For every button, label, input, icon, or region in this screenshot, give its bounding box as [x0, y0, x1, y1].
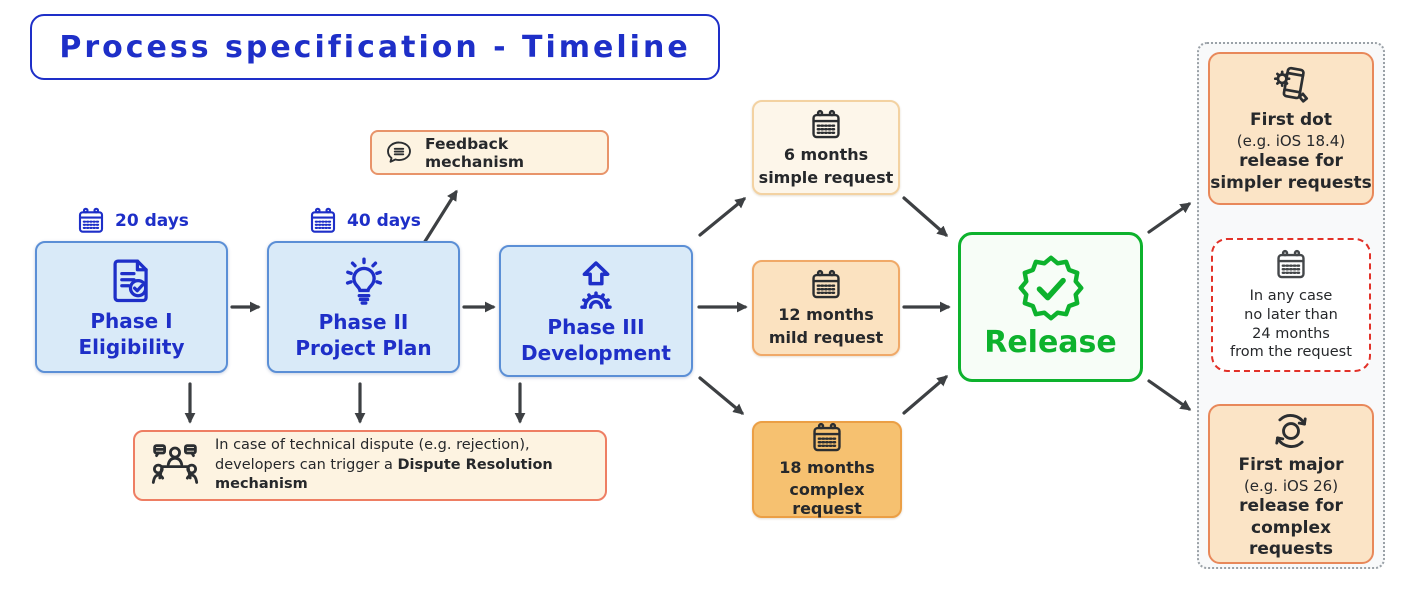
- phase2-duration-label: 40 days: [347, 211, 421, 231]
- request-box-18-months: 18 months complex request: [752, 421, 902, 518]
- outcome-first-dot-box: First dot (e.g. iOS 18.4) release for si…: [1208, 52, 1374, 205]
- deadline-24-months-box: In any case no later than 24 months from…: [1211, 238, 1371, 372]
- calendar-icon: [1274, 248, 1308, 282]
- dispute-resolution-text: In case of technical dispute (e.g. rejec…: [215, 436, 591, 495]
- outcome-line3: release for: [1239, 151, 1343, 172]
- feedback-mechanism-label: Feedback mechanism: [425, 134, 525, 171]
- arrow-phase3-to-18months: [698, 376, 745, 415]
- outcome-title: First major: [1238, 455, 1344, 476]
- arrow-release-to-first-major: [1147, 379, 1192, 411]
- launch-gear-icon: [568, 257, 624, 313]
- calendar-icon: [76, 206, 106, 236]
- request-type: simple request: [758, 167, 894, 187]
- request-box-12-months: 12 months mild request: [752, 260, 900, 356]
- badge-check-icon: [1018, 255, 1084, 321]
- request-box-6-months: 6 months simple request: [752, 100, 900, 195]
- phase1-name: Phase I: [90, 308, 173, 333]
- arrow-phase2-to-feedback: [422, 189, 458, 245]
- phase2-subtitle: Project Plan: [295, 336, 432, 360]
- speech-bubble-icon: [384, 138, 414, 168]
- arrow-phase3-to-6months: [698, 197, 747, 237]
- phase2-box: Phase II Project Plan: [267, 241, 460, 373]
- calendar-icon: [810, 421, 844, 455]
- dispute-resolution-box: In case of technical dispute (e.g. rejec…: [133, 430, 607, 501]
- calendar-icon: [308, 206, 338, 236]
- deadline-line4: from the request: [1230, 344, 1352, 361]
- outcome-title: First dot: [1250, 110, 1332, 131]
- release-box: Release: [958, 232, 1143, 382]
- phase1-duration-badge: 20 days: [76, 206, 189, 236]
- diagram-title-box: Process specification - Timeline: [30, 14, 720, 80]
- request-duration: 12 months: [778, 305, 874, 325]
- deadline-line1: In any case: [1249, 287, 1333, 304]
- phase1-box: Phase I Eligibility: [35, 241, 228, 373]
- request-duration: 18 months: [779, 457, 875, 477]
- deadline-line3: 24 months: [1252, 325, 1330, 342]
- feedback-mechanism-box: Feedback mechanism: [370, 130, 609, 175]
- arrow-6months-to-release: [902, 196, 949, 237]
- cycle-arrows-icon: [1268, 408, 1314, 454]
- outcome-line4: complex requests: [1248, 518, 1334, 559]
- meeting-people-icon: [149, 440, 201, 492]
- outcome-example: (e.g. iOS 26): [1243, 477, 1339, 496]
- phase3-box: Phase III Development: [499, 245, 693, 377]
- request-type: complex request: [789, 480, 865, 518]
- outcome-line4: simpler requests: [1210, 173, 1372, 194]
- outcome-line3: release for: [1239, 496, 1343, 517]
- phase3-name: Phase III: [547, 314, 645, 339]
- arrow-18months-to-release: [902, 375, 949, 415]
- deadline-line2: no later than: [1244, 306, 1338, 323]
- outcome-first-major-box: First major (e.g. iOS 26) release for co…: [1208, 404, 1374, 564]
- calendar-icon: [809, 268, 843, 302]
- document-check-icon: [106, 255, 158, 307]
- lightbulb-icon: [337, 254, 391, 308]
- phase1-subtitle: Eligibility: [78, 335, 185, 359]
- page-title: Process specification - Timeline: [59, 29, 691, 65]
- phone-gear-icon: [1268, 63, 1314, 109]
- arrow-release-to-first-dot: [1147, 202, 1192, 234]
- dispute-text-regular: In case of technical dispute (e.g. rejec…: [215, 437, 530, 473]
- phase1-duration-label: 20 days: [115, 211, 189, 231]
- request-duration: 6 months: [783, 144, 869, 164]
- dispute-text-bold: Dispute Resolution mechanism: [215, 456, 553, 493]
- calendar-icon: [809, 108, 843, 142]
- phase3-subtitle: Development: [521, 341, 671, 365]
- phase2-name: Phase II: [318, 309, 409, 334]
- request-type: mild request: [768, 328, 884, 347]
- outcome-example: (e.g. iOS 18.4): [1236, 131, 1346, 150]
- release-label: Release: [984, 324, 1117, 360]
- phase2-duration-badge: 40 days: [308, 206, 421, 236]
